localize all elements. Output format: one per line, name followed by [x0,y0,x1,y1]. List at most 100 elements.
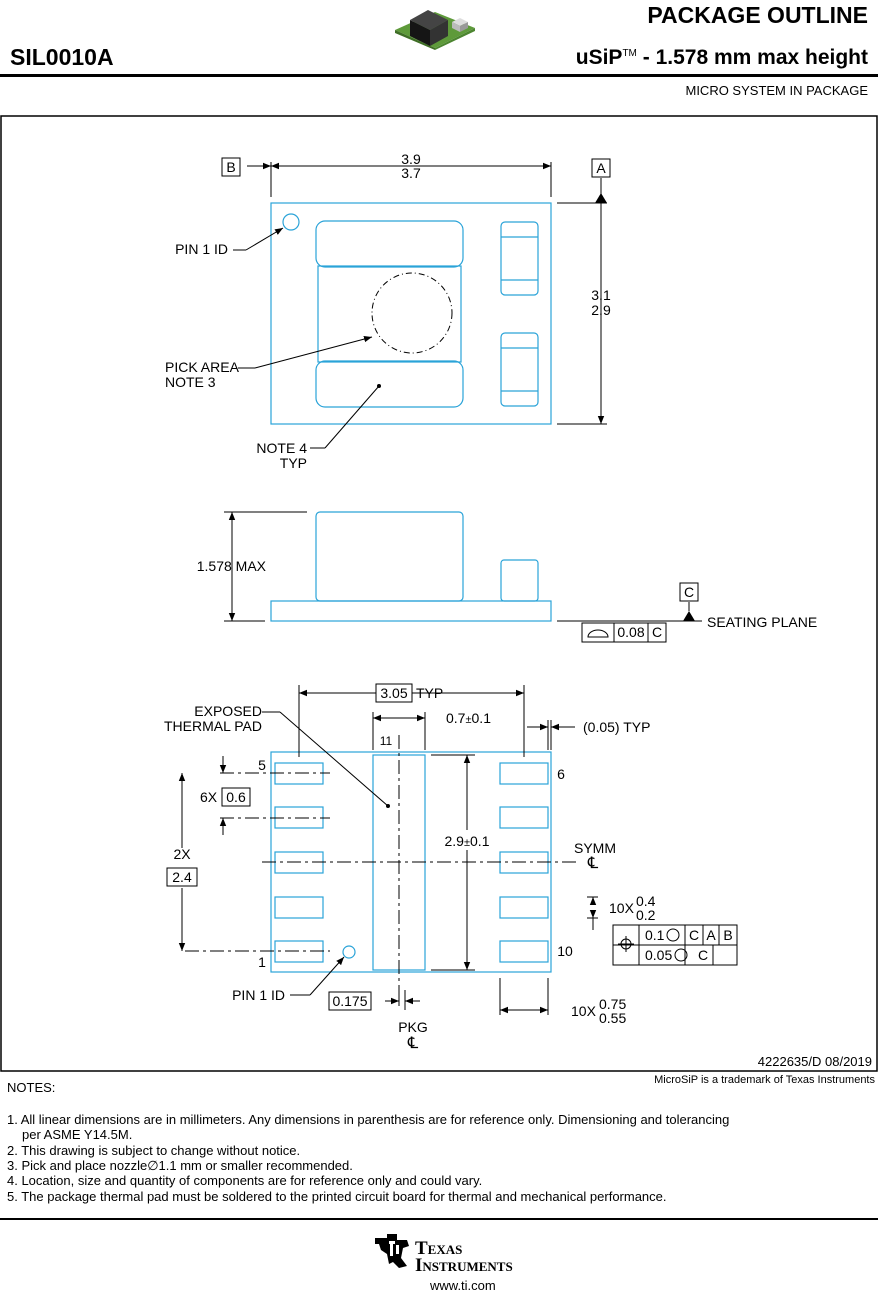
drawing-frame [0,115,878,1072]
exposed-pad-label: EXPOSED [194,703,262,719]
ti-logo-line1: Texas [415,1238,463,1259]
bottom-view-centerlines [185,735,578,1010]
pin1-marker-top [282,213,300,231]
package-name: uSiP [575,46,623,69]
flatness-value: 0.08 [617,624,644,640]
pad-length-tol: 0.1 [470,833,490,849]
pitch-value: 0.6 [226,789,246,805]
seating-plane-label: SEATING PLANE [707,614,817,630]
pad-width-value: 0.7 [446,710,466,726]
note-3-value: 1.1 mm or smaller recommended. [158,1158,353,1173]
flatness-symbol [587,629,609,638]
side-view-substrate [270,600,552,622]
datum-c-label: C [684,584,694,600]
height-min: 2.9 [591,302,611,318]
package-height-title: uSiPTM - 1.578 mm max height [576,46,868,70]
pitch-0.6-box [221,787,251,807]
pin1-label-top: PIN 1 ID [175,241,228,257]
lead-width-min: 0.2 [636,907,656,923]
note-1: 1. All linear dimensions are in millimet… [7,1112,730,1127]
doc-type-title: PACKAGE OUTLINE [647,2,868,28]
side-view-dimensions [224,511,702,622]
pitch-box [375,683,413,703]
capacitor-2 [500,332,539,407]
trademark-mark: TM [622,48,637,59]
right-leads [499,762,549,963]
side-capacitor [500,559,539,602]
bottom-boxes [166,683,413,1011]
pos-tol-datum-b: B [723,927,732,943]
pin10-label: 10 [557,943,573,959]
pkg-label: PKG [398,1019,428,1035]
pick-area-label: PICK AREA [165,359,240,375]
pin11-label: 11 [380,734,393,748]
footer-rule [0,1218,878,1220]
thermal-pad-label: THERMAL PAD [164,718,262,734]
flatness-datum: C [652,624,662,640]
part-number: SIL0010A [10,44,114,70]
inductor-bottom-cap [315,360,464,408]
pos-tol-1: 0.1 [645,927,665,943]
pick-area-circle [371,272,453,354]
offset-0.175-box [328,991,372,1011]
inductor-core [317,265,462,363]
pick-area-note: NOTE 3 [165,374,216,390]
note-5: 5. The package thermal pad must be solde… [7,1189,667,1204]
top-view-body [270,202,552,425]
header-rule [0,74,878,77]
datum-b-box [221,157,241,177]
pos-tol-2: 0.05 [645,947,672,963]
flatness-frame [581,622,667,643]
note4-dot [377,384,381,388]
bottom-view-dimensions [178,685,598,1015]
notes-title: NOTES: [7,1080,56,1095]
top-view [270,202,552,425]
package-description: MICRO SYSTEM IN PACKAGE [685,83,868,98]
capacitor-1 [500,221,539,296]
pin1-label-bottom: PIN 1 ID [232,987,285,1003]
pitch-typ: TYP [416,685,443,701]
pkg-centerline: ℄ [407,1035,419,1052]
ti-logo-line2: Instruments [415,1255,513,1276]
note-3: 3. Pick and place nozzle∅1.1 mm or small… [7,1158,353,1174]
width-max: 3.9 [401,151,421,167]
top-view-dimensions [233,162,607,449]
span-2.4-box [166,867,198,887]
plus-minus: ± [465,714,471,726]
mmc-symbol-1 [666,928,680,942]
pin1-label: 1 [258,954,266,970]
website-link[interactable]: www.ti.com [430,1278,496,1293]
datum-b-label: B [226,159,235,175]
pos-tol-datum-c: C [689,927,699,943]
diameter-symbol: ∅ [147,1158,159,1173]
labels: B A 3.9 3.7 3.1 2.9 PIN 1 ID PICK AREA N… [164,151,872,1069]
mmc-symbol-2 [674,948,688,962]
span-value: 2.4 [172,869,192,885]
pos-tol-datum-a: A [706,927,716,943]
plus-minus-2: ± [464,837,470,849]
pad-width-tol: 0.1 [472,710,492,726]
pad-length: 2.9±0.1 [445,833,490,849]
doc-id: 4222635/D 08/2019 [758,1054,872,1069]
lead-width-count: 10X [609,900,635,916]
pin1-marker-bottom [342,945,356,959]
lead-length-min: 0.55 [599,1010,626,1026]
symm-centerline: ℄ [587,855,599,872]
width-min: 3.7 [401,165,421,181]
height-text: - 1.578 mm max height [642,46,868,69]
note-2: 2. This drawing is subject to change wit… [7,1143,301,1158]
position-tolerance-frame [612,924,738,966]
pos-tol-datum-c-2: C [698,947,708,963]
package-3d-icon [395,10,475,50]
datum-a-label: A [596,160,606,176]
symm-label: SYMM [574,840,616,856]
note4-label: NOTE 4 [256,440,307,456]
note4-typ: TYP [280,455,307,471]
pad-length-value: 2.9 [445,833,465,849]
lead-width-max: 0.4 [636,893,656,909]
offset-value: 0.175 [332,993,367,1009]
inductor-top-cap [315,220,464,268]
pin6-label: 6 [557,766,565,782]
lead-length-max: 0.75 [599,996,626,1012]
